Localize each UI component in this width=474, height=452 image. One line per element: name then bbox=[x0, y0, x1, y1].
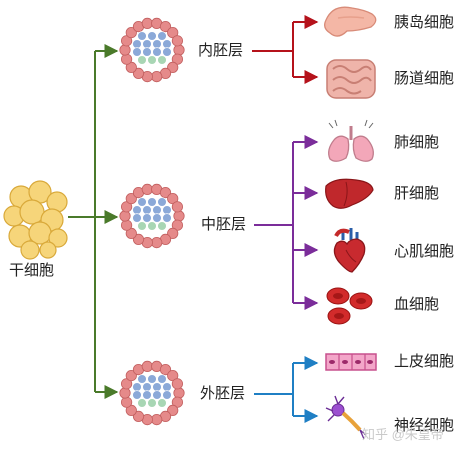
liver-icon bbox=[325, 178, 374, 209]
mesoderm-arrows bbox=[254, 135, 319, 310]
cardiomyocyte-label: 心肌细胞 bbox=[394, 243, 455, 260]
stem-to-layers-arrows bbox=[68, 44, 119, 399]
neuron-icon bbox=[325, 395, 367, 440]
endoderm-embryo-icon bbox=[119, 17, 185, 83]
ectoderm-embryo-icon bbox=[119, 360, 185, 426]
pancreas-icon bbox=[324, 6, 377, 37]
stem-cell-label: 干细胞 bbox=[9, 262, 55, 279]
lung-cell-label: 肺细胞 bbox=[394, 134, 440, 151]
watermark: 知乎 @朱皇帝 bbox=[362, 427, 444, 442]
heart-icon bbox=[333, 228, 366, 273]
endoderm-arrows bbox=[252, 15, 319, 84]
lungs-icon bbox=[328, 119, 374, 162]
ectoderm-arrows bbox=[254, 356, 319, 423]
pancreatic-islet-cell-label: 胰岛细胞 bbox=[394, 14, 455, 31]
epithelial-icon bbox=[325, 353, 377, 371]
mesoderm-embryo-icon bbox=[119, 183, 185, 249]
epithelial-cell-label: 上皮细胞 bbox=[394, 353, 455, 370]
liver-cell-label: 肝细胞 bbox=[394, 185, 440, 202]
stem-cell-cluster-icon bbox=[3, 180, 68, 260]
intestine-icon bbox=[326, 59, 376, 99]
blood-cells-icon bbox=[326, 287, 373, 325]
blood-cell-label: 血细胞 bbox=[394, 296, 440, 313]
endoderm-label: 内胚层 bbox=[198, 42, 244, 59]
mesoderm-label: 中胚层 bbox=[201, 216, 247, 233]
nerve-cell-label: 神经细胞 bbox=[394, 417, 455, 434]
intestinal-cell-label: 肠道细胞 bbox=[394, 70, 455, 87]
ectoderm-label: 外胚层 bbox=[200, 385, 246, 402]
